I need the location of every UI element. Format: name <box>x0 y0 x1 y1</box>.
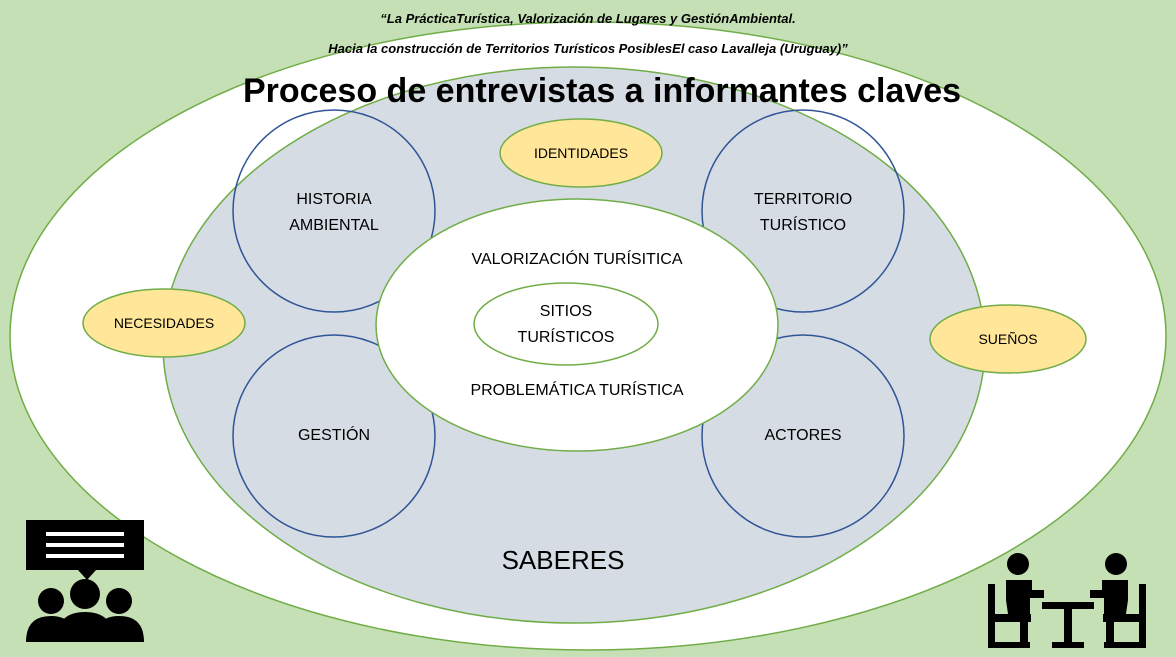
label-identidades: IDENTIDADES <box>533 145 629 161</box>
bubble-suenos <box>929 304 1087 374</box>
label-gestion: GESTIÓN <box>297 427 370 444</box>
label-territorio-turistico: TERRITORIO TURÍSTICO <box>753 191 853 234</box>
circle-historia-ambiental <box>232 109 436 313</box>
label-necesidades: NECESIDADES <box>113 315 215 331</box>
bubble-necesidades <box>82 288 246 358</box>
label-historia-ambiental: HISTORIA AMBIENTAL <box>289 191 379 234</box>
group-conversation-icon <box>26 520 144 642</box>
label-suenos: SUEÑOS <box>978 331 1038 347</box>
sitios-ellipse <box>473 282 659 366</box>
bubble-identidades <box>499 118 663 188</box>
label-sitios-turisticos: SITIOS TURÍSTICOS <box>517 303 615 346</box>
label-actores: ACTORES <box>764 427 842 444</box>
label-problematica: PROBLEMÁTICA TURÍSTICA <box>470 382 684 399</box>
quote-line-2: Hacia la construcción de Territorios Tur… <box>328 41 848 56</box>
label-saberes: SABERES <box>501 545 625 575</box>
circle-actores <box>701 334 905 538</box>
quote-line-1: “La PrácticaTurística, Valorización de L… <box>380 11 796 26</box>
label-valorizacion: VALORIZACIÓN TURÍSITICA <box>471 251 683 268</box>
circle-territorio-turistico <box>701 109 905 313</box>
page-title: Proceso de entrevistas a informantes cla… <box>242 72 962 110</box>
circle-gestion <box>232 334 436 538</box>
interview-meeting-icon <box>988 553 1146 648</box>
